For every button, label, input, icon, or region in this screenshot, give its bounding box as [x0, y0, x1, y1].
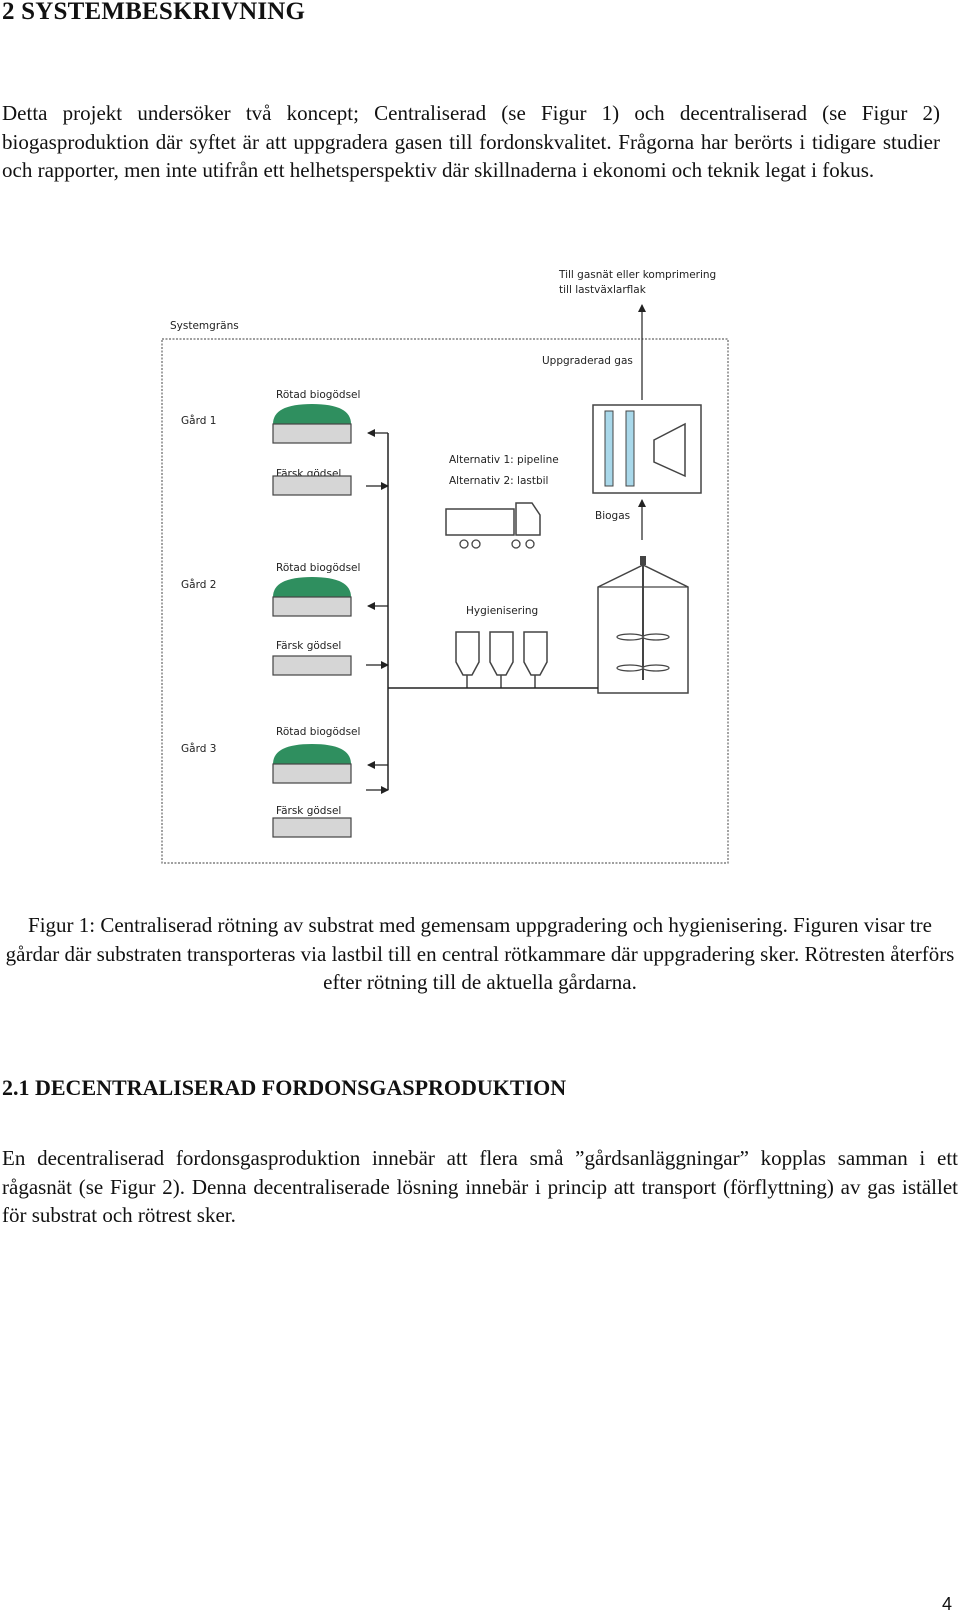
farm-1: Gård 1 Rötad biogödsel Färsk gödsel [181, 389, 389, 496]
farm-1-tank-dome [273, 404, 351, 424]
top-output-label-line2: till lastväxlarflak [559, 284, 647, 296]
subsection-heading: 2.1 DECENTRALISERAD FORDONSGASPRODUKTION [2, 1075, 567, 1100]
figure-1: Systemgräns Till gasnät eller komprimeri… [150, 266, 760, 906]
farm-3-digested-label: Rötad biogödsel [276, 726, 360, 738]
farm-2-name: Gård 2 [181, 578, 216, 591]
top-output-label-line1: Till gasnät eller komprimering [558, 269, 716, 281]
hygienisation-label: Hygienisering [466, 605, 538, 617]
truck-icon [445, 502, 541, 549]
farm-1-name: Gård 1 [181, 414, 216, 427]
section-heading: 2 SYSTEMBESKRIVNING [2, 0, 306, 25]
hygienisation-tanks [455, 631, 548, 688]
upgraded-gas-label: Uppgraderad gas [542, 355, 633, 367]
farm-3-fresh-tank [272, 817, 352, 838]
farm-2-tank-dome [273, 577, 351, 597]
farm-1-digested-label: Rötad biogödsel [276, 389, 360, 401]
page-number: 4 [941, 1594, 952, 1614]
farm-2-fresh-label: Färsk gödsel [276, 640, 341, 652]
farm-3-fresh-label: Färsk gödsel [276, 805, 341, 817]
farm-3-tank-dome [273, 744, 351, 764]
transport-alternative-2: Alternativ 2: lastbil [449, 475, 548, 487]
farm-2: Gård 2 Rötad biogödsel Färsk gödsel [181, 562, 389, 676]
upgrading-unit [592, 404, 702, 494]
upgrading-cylinder [625, 410, 635, 487]
farm-1-fresh-tank [272, 475, 352, 496]
transport-alternative-1: Alternativ 1: pipeline [449, 454, 559, 466]
intro-paragraph: Detta projekt undersöker två koncept; Ce… [2, 101, 940, 182]
farm-3-name: Gård 3 [181, 742, 216, 755]
farm-1-tank [272, 423, 352, 444]
farm-3-tank [272, 763, 352, 784]
system-diagram: Systemgräns Till gasnät eller komprimeri… [161, 269, 729, 864]
digester [597, 556, 689, 694]
figure-caption: Figur 1: Centraliserad rötning av substr… [5, 913, 955, 994]
system-boundary [161, 338, 729, 864]
farm-3: Gård 3 Rötad biogödsel Färsk gödsel [181, 726, 389, 838]
farm-2-fresh-tank [272, 655, 352, 676]
system-boundary-label: Systemgräns [170, 320, 239, 332]
farm-2-digested-label: Rötad biogödsel [276, 562, 360, 574]
upgrading-cylinder [604, 410, 614, 487]
section-paragraph: En decentraliserad fordonsgasproduktion … [2, 1146, 958, 1227]
biogas-label: Biogas [595, 510, 630, 522]
compressor-icon [653, 422, 686, 478]
farm-2-tank [272, 596, 352, 617]
